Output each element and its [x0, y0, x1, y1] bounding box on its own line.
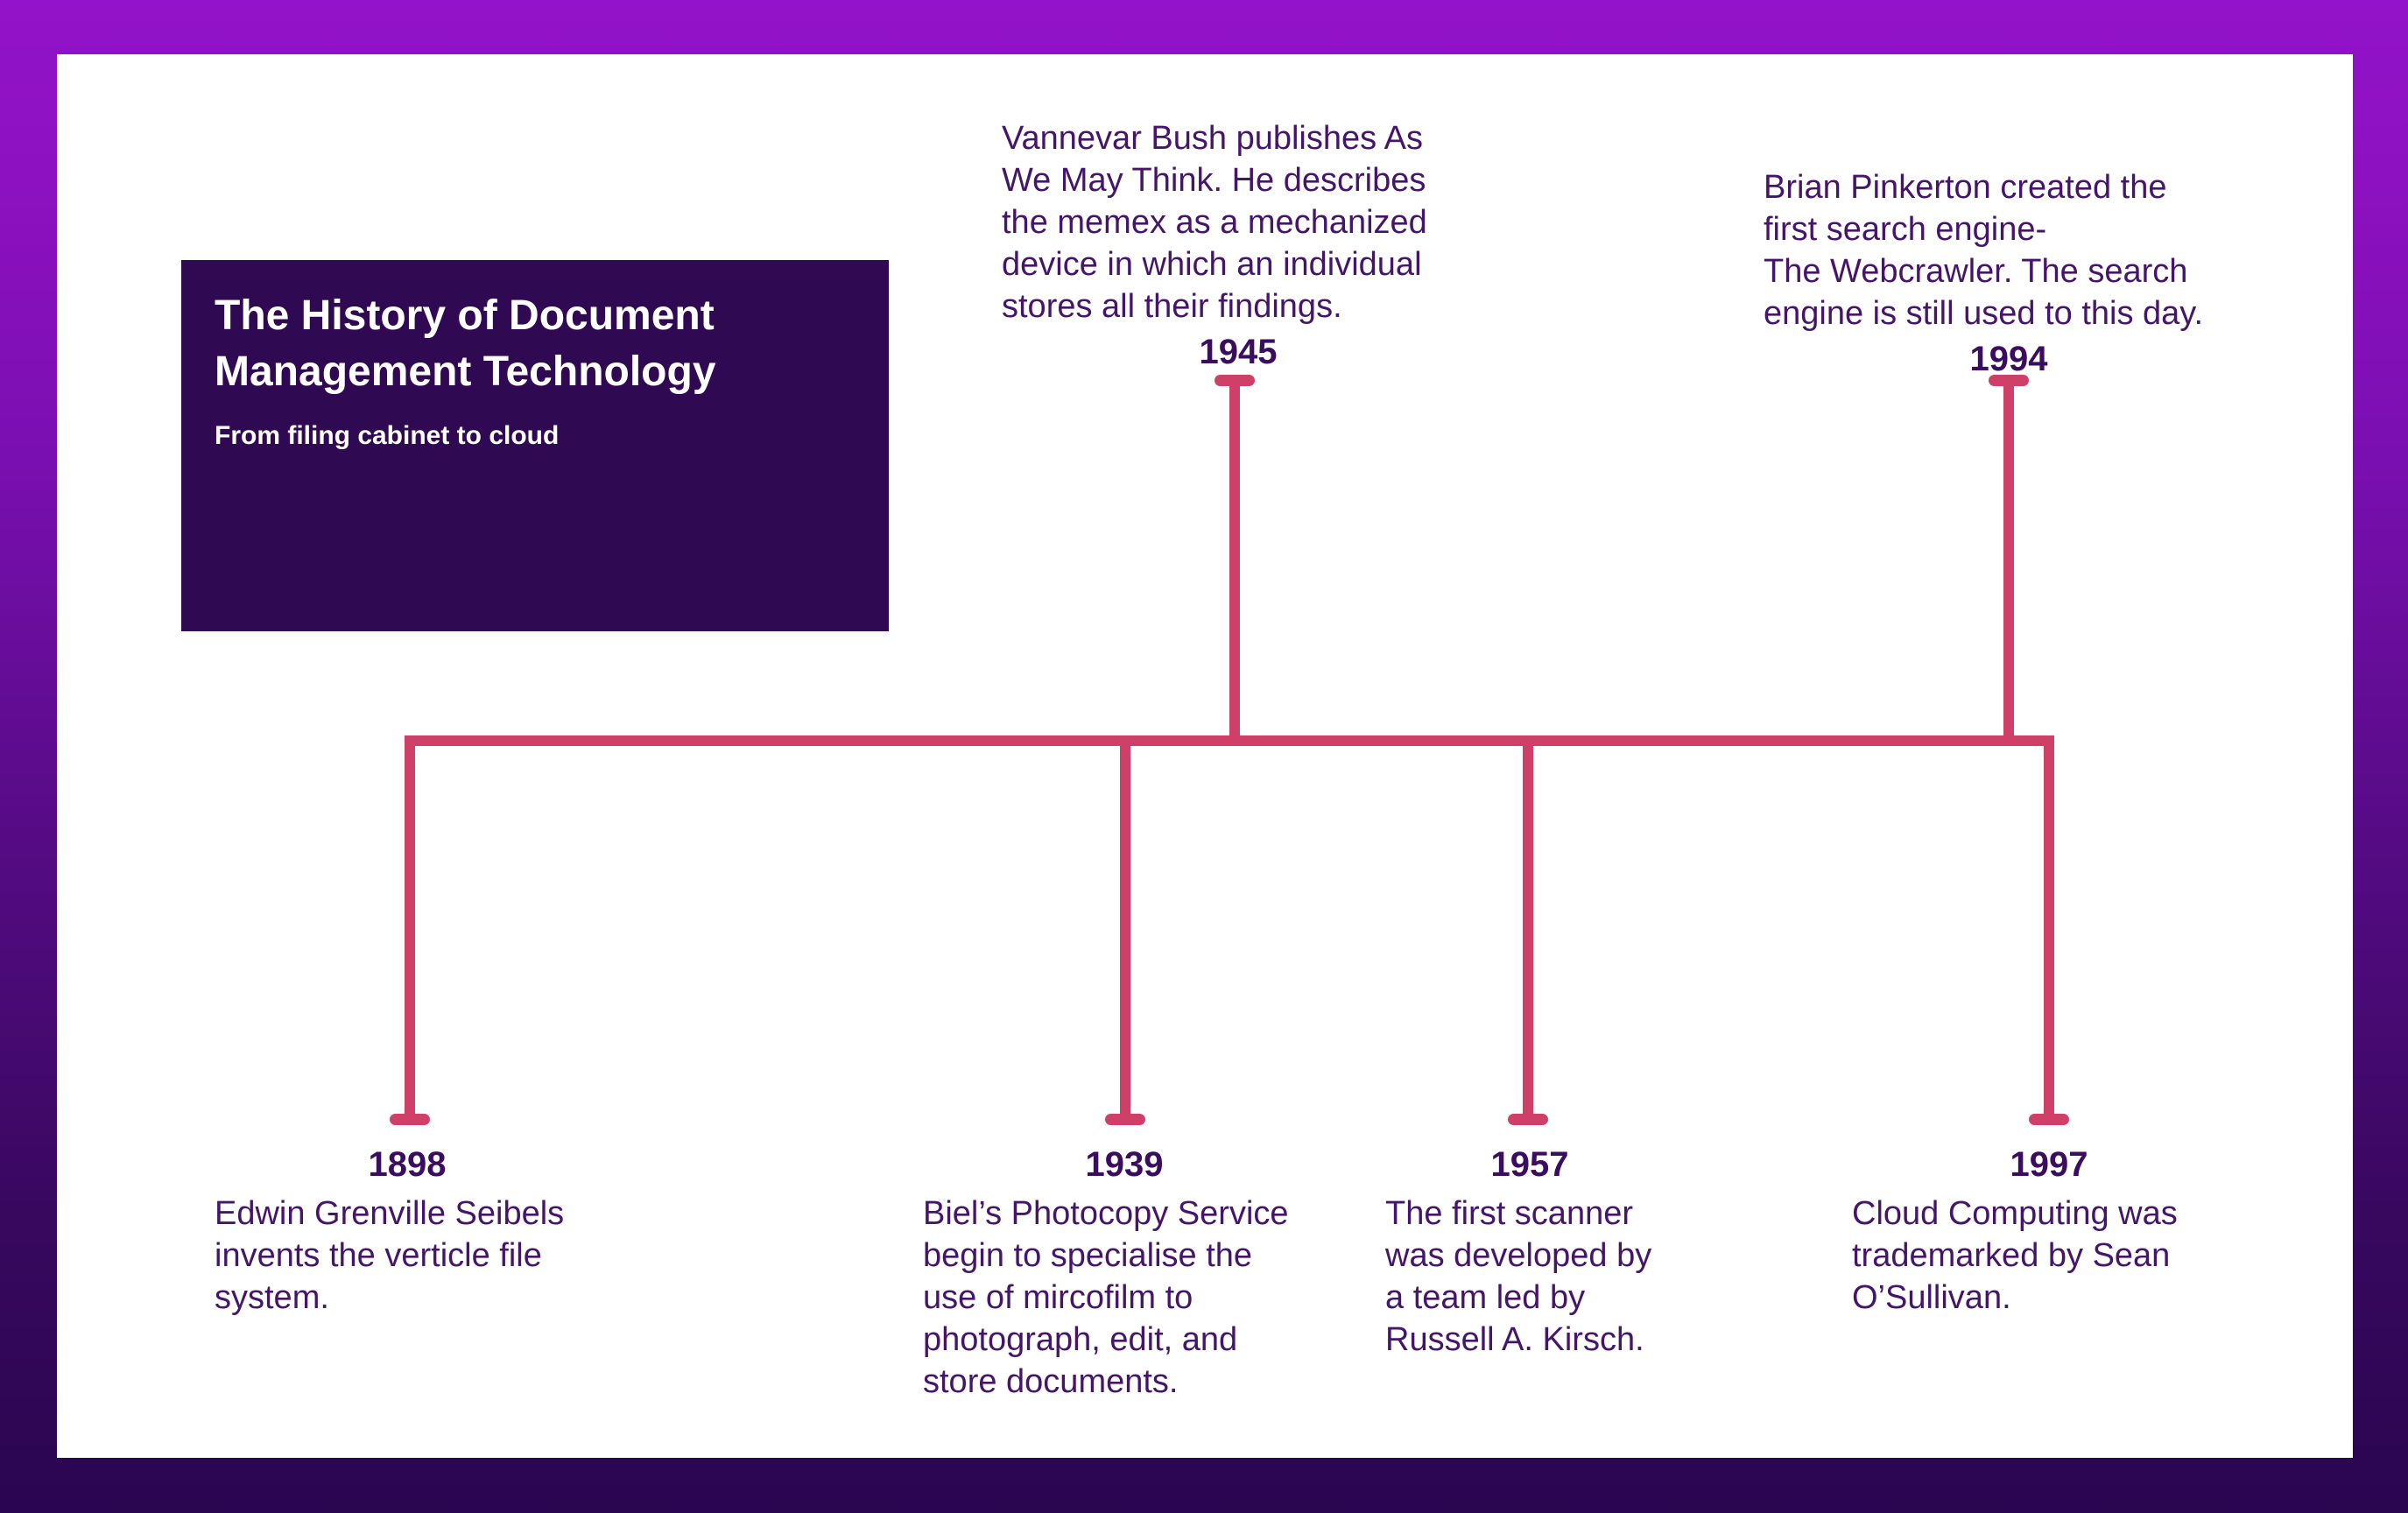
timeline-event-1939: 1939 Biel’s Photocopy Service begin to s… [923, 1144, 1326, 1403]
event-description: Vannevar Bush publishes As We May Think.… [1002, 120, 1427, 325]
event-year: 1957 [1490, 1145, 1569, 1184]
connector-line-1994 [2003, 380, 2014, 735]
event-year: 1898 [368, 1145, 447, 1184]
tick-1939 [1105, 1114, 1145, 1125]
tick-1957 [1508, 1114, 1548, 1125]
connector-line-1939 [1120, 746, 1130, 1114]
event-year: 1945 [1199, 333, 1278, 371]
timeline-event-1997: 1997 Cloud Computing was trademarked by … [1852, 1144, 2246, 1319]
tick-1994 [1989, 375, 2029, 386]
timeline-event-1994: Brian Pinkerton created the first search… [1764, 166, 2254, 380]
timeline-event-1957: 1957 The first scanner was developed by … [1385, 1144, 1674, 1361]
event-year: 1997 [2010, 1145, 2088, 1184]
connector-line-1898 [405, 746, 415, 1114]
event-description: Cloud Computing was trademarked by Sean … [1852, 1195, 2178, 1316]
tick-1997 [2029, 1114, 2069, 1125]
event-description: Edwin Grenville Seibels invents the vert… [215, 1195, 565, 1316]
timeline-event-1945: Vannevar Bush publishes As We May Think.… [1002, 117, 1475, 373]
page-subtitle: From filing cabinet to cloud [215, 421, 560, 450]
tick-1898 [390, 1114, 430, 1125]
infographic-canvas: The History of Document Management Techn… [57, 54, 2353, 1458]
event-description: Brian Pinkerton created the first search… [1764, 169, 2204, 332]
connector-line-1945 [1229, 380, 1240, 735]
connector-line-1957 [1523, 746, 1533, 1114]
event-year: 1994 [1969, 340, 2048, 378]
timeline-event-1898: 1898 Edwin Grenville Seibels invents the… [215, 1144, 600, 1319]
tick-1945 [1215, 375, 1255, 386]
page-title: The History of Document Management Techn… [215, 292, 716, 395]
connector-line-1997 [2044, 746, 2054, 1114]
title-card: The History of Document Management Techn… [181, 260, 889, 631]
event-description: The first scanner was developed by a tea… [1385, 1195, 1652, 1358]
event-year: 1939 [1085, 1145, 1164, 1184]
event-description: Biel’s Photocopy Service begin to specia… [923, 1195, 1289, 1400]
timeline-axis [405, 735, 2054, 746]
